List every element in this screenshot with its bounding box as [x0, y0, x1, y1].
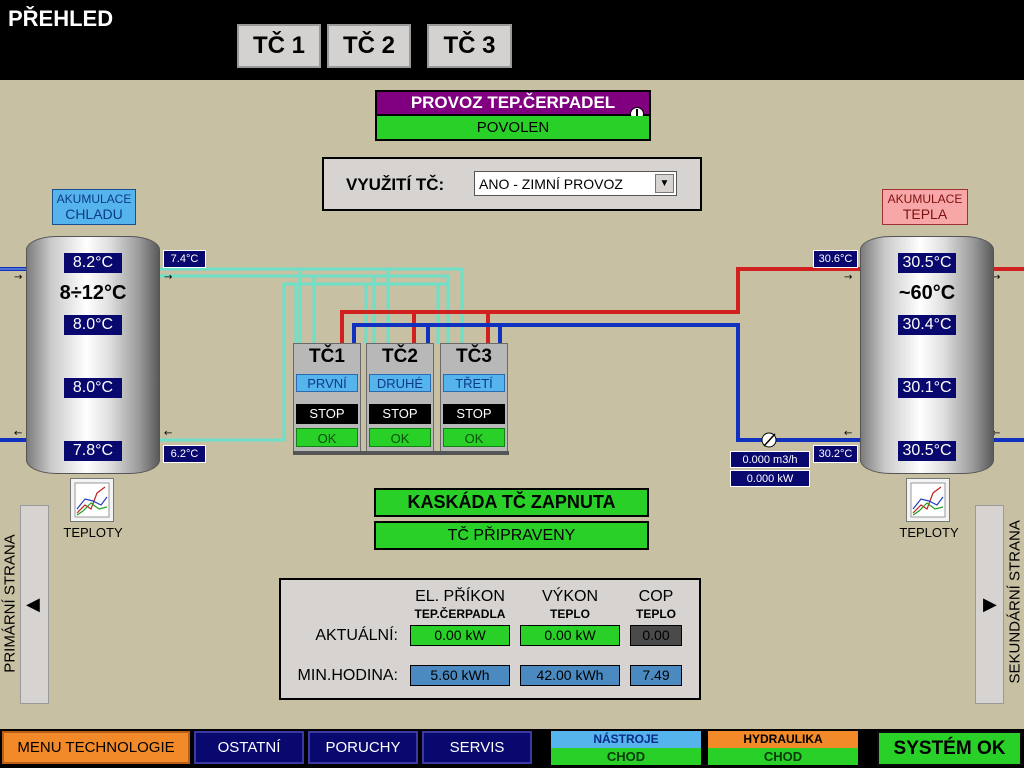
cold-tank-temp-2: 8.0°C — [64, 315, 122, 335]
usage-select-value: ANO - ZIMNÍ PROVOZ — [479, 176, 623, 192]
cold-chart-icon[interactable] — [70, 478, 114, 522]
hot-chart-label: TEPLOTY — [899, 525, 959, 540]
secondary-side-label: SEKUNDÁRNÍ STRANA — [1006, 520, 1024, 684]
heat-pump-3-role: TŘETÍ — [443, 374, 505, 392]
svg-text:→: → — [844, 272, 852, 283]
other-button[interactable]: OSTATNÍ — [194, 731, 304, 764]
heat-pump-1-status: OK — [296, 428, 358, 447]
primary-side-button[interactable]: ◀ — [20, 505, 49, 704]
secondary-side-button[interactable]: ▶ — [975, 505, 1004, 704]
system-status: SYSTÉM OK — [877, 731, 1022, 766]
hot-tank-temp-4: 30.5°C — [898, 441, 956, 461]
usage-label: VYUŽITÍ TČ: — [346, 175, 445, 194]
hot-tank — [860, 236, 994, 474]
cold-tank-temp-3: 8.0°C — [64, 378, 122, 398]
stats-row1-label: AKTUÁLNÍ: — [315, 627, 398, 644]
service-button[interactable]: SERVIS — [422, 731, 532, 764]
cascade-status: KASKÁDA TČ ZAPNUTA — [374, 488, 649, 517]
flow-arrows: → → ← ← ← ← → → — [14, 272, 1000, 439]
hot-tank-label-line1: AKUMULACE — [887, 192, 963, 206]
cold-tank-temp-4: 7.8°C — [64, 441, 122, 461]
cold-tank — [26, 236, 160, 474]
svg-text:←: ← — [844, 428, 852, 439]
tab-tc2[interactable]: TČ 2 — [327, 24, 411, 68]
stats-col2-sub: TEPLO — [549, 607, 590, 621]
svg-text:←: ← — [992, 428, 1000, 439]
heat-pump-3-name: TČ3 — [456, 346, 492, 367]
svg-text:→: → — [992, 272, 1000, 283]
cold-tank-range: 8÷12°C — [59, 282, 127, 304]
hot-tank-label-line2: TEPLA — [902, 206, 948, 222]
heat-pump-2-name: TČ2 — [382, 346, 418, 367]
stats-col3-sub: TEPLO — [635, 607, 676, 621]
stats-row2-output: 42.00 kWh — [520, 665, 620, 686]
svg-text:→: → — [164, 272, 172, 283]
operation-title: PROVOZ TEP.ČERPADEL — [375, 90, 651, 116]
stats-row1-power: 0.00 kW — [410, 625, 510, 646]
stats-row2-label: MIN.HODINA: — [297, 667, 398, 684]
hot-power-value: 0.000 kW — [730, 470, 810, 487]
hot-supply-temp: 30.6°C — [813, 250, 858, 268]
page-title: PŘEHLED — [8, 6, 114, 31]
tab-tc1[interactable]: TČ 1 — [237, 24, 321, 68]
hot-return-pipes — [352, 323, 862, 442]
primary-side-label: PRIMÁRNÍ STRANA — [1, 534, 19, 673]
heat-pump-3[interactable]: TČ3 TŘETÍ STOP OK — [440, 343, 508, 453]
svg-text:←: ← — [14, 428, 22, 439]
cold-supply-temp: 7.4°C — [163, 250, 206, 268]
svg-text:→: → — [14, 272, 22, 283]
cold-tank-label: AKUMULACE CHLADU — [52, 189, 136, 225]
stats-col3-title: COP — [638, 588, 674, 605]
hydraulics-status: CHOD — [708, 748, 858, 765]
cold-chart-label: TEPLOTY — [63, 525, 123, 540]
cold-supply-pipes — [130, 267, 464, 344]
faults-button[interactable]: PORUCHY — [308, 731, 418, 764]
heat-pump-2-role: DRUHÉ — [369, 374, 431, 392]
cold-tank-temp-1: 8.2°C — [64, 253, 122, 273]
hot-tank-temp-1: 30.5°C — [898, 253, 956, 273]
heat-pump-base — [293, 451, 509, 455]
left-arrow-icon: ◀ — [26, 594, 40, 614]
tools-title: NÁSTROJE — [551, 731, 701, 748]
hot-tank-temp-2: 30.4°C — [898, 315, 956, 335]
hot-flow-value: 0.000 m3/h — [730, 451, 810, 468]
hot-chart-icon[interactable] — [906, 478, 950, 522]
tools-status: CHOD — [551, 748, 701, 765]
hot-tank-range: ~60°C — [898, 282, 956, 304]
usage-select[interactable]: ANO - ZIMNÍ PROVOZ ▼ — [474, 171, 677, 196]
operation-status: POVOLEN — [375, 116, 651, 141]
hot-tank-temp-3: 30.1°C — [898, 378, 956, 398]
chevron-down-icon[interactable]: ▼ — [655, 174, 674, 193]
tab-tc3[interactable]: TČ 3 — [427, 24, 512, 68]
heat-pump-2[interactable]: TČ2 DRUHÉ STOP OK — [366, 343, 434, 453]
stats-row2-cop: 7.49 — [630, 665, 682, 686]
heat-pump-3-state: STOP — [443, 404, 505, 424]
heat-pump-2-state: STOP — [369, 404, 431, 424]
stats-col1-title: EL. PŘÍKON — [415, 588, 505, 605]
heat-pump-1-name: TČ1 — [309, 346, 345, 367]
menu-technology-button[interactable]: MENU TECHNOLOGIE — [2, 731, 190, 764]
cold-tank-label-line2: CHLADU — [65, 206, 123, 222]
heat-pump-1-role: PRVNÍ — [296, 374, 358, 392]
cold-tank-label-line1: AKUMULACE — [56, 192, 132, 206]
heat-pump-2-status: OK — [369, 428, 431, 447]
stats-row1-output: 0.00 kW — [520, 625, 620, 646]
stats-col1-sub: TEP.ČERPADLA — [414, 607, 506, 621]
heat-pump-1-state: STOP — [296, 404, 358, 424]
stats-row1-cop: 0.00 — [630, 625, 682, 646]
cold-return-temp: 6.2°C — [163, 445, 206, 463]
hot-return-temp: 30.2°C — [813, 445, 858, 463]
stats-col2-title: VÝKON — [541, 588, 598, 605]
hot-tank-label: AKUMULACE TEPLA — [882, 189, 968, 225]
stats-row2-power: 5.60 kWh — [410, 665, 510, 686]
hydraulics-title: HYDRAULIKA — [708, 731, 858, 748]
hot-supply-pipes — [340, 267, 862, 344]
top-bar — [0, 0, 1024, 80]
right-arrow-icon: ▶ — [983, 594, 997, 614]
heat-pump-3-status: OK — [443, 428, 505, 447]
svg-text:←: ← — [164, 428, 172, 439]
cascade-ready: TČ PŘIPRAVENY — [374, 521, 649, 550]
heat-pump-1[interactable]: TČ1 PRVNÍ STOP OK — [293, 343, 361, 453]
